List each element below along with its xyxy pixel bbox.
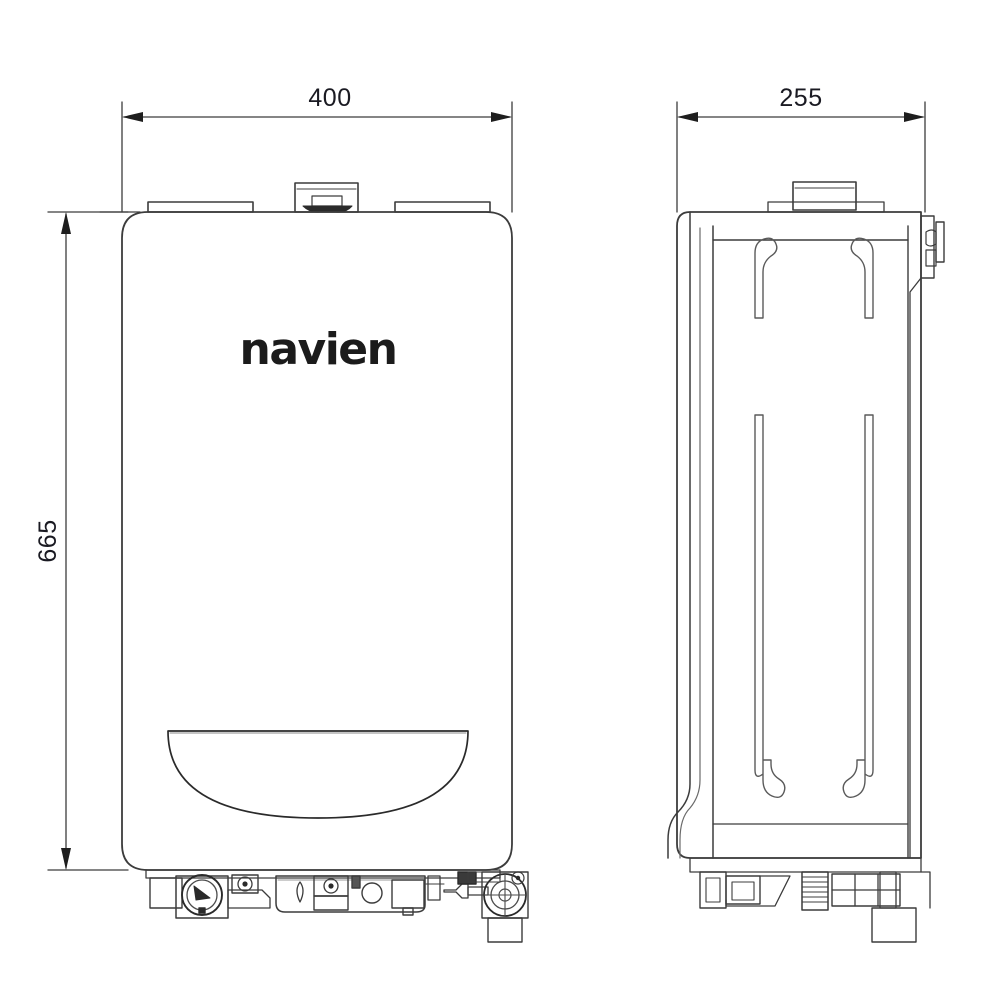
side-view-dimension-group <box>676 101 926 213</box>
wall-bracket-plate <box>920 215 935 279</box>
front-bottom-manifold <box>145 869 529 943</box>
pressure-gauge-dial-outer <box>181 874 223 916</box>
width-dimension-label: 400 <box>308 84 351 112</box>
side-manifold-left-block-inner <box>705 877 721 903</box>
side-manifold-left-block <box>699 871 727 909</box>
side-rear-taper <box>909 277 922 859</box>
depth-arrowhead-left <box>677 112 698 122</box>
depth-arrowhead-right <box>904 112 925 122</box>
front-view-dimension-group <box>47 101 513 871</box>
manifold-round-port <box>361 882 383 904</box>
pressure-gauge-needle <box>193 885 211 901</box>
manifold-left-connector <box>227 889 271 909</box>
side-manifold-second-block <box>725 875 761 905</box>
manifold-bolt-cap-outer <box>237 876 253 892</box>
diamond-valve-symbol <box>296 881 304 903</box>
manifold-left-fitting <box>149 877 183 909</box>
side-slot-lower-right <box>842 414 874 799</box>
valve-bolt-outer <box>323 878 339 894</box>
side-front-cover-inner-profile <box>679 227 701 859</box>
manifold-riser <box>427 875 441 901</box>
side-manifold-right-return <box>920 871 931 909</box>
height-arrowhead-top <box>61 212 71 234</box>
manifold-bolt-cap-center <box>242 881 248 887</box>
side-slot-lower-left <box>754 414 786 799</box>
side-manifold-second-block-inner <box>731 881 755 901</box>
side-manifold-taper-plate <box>725 875 791 907</box>
manifold-bolt-cap-housing <box>231 874 259 894</box>
height-arrowhead-bottom <box>61 848 71 870</box>
front-cabinet-outline <box>121 211 513 871</box>
filling-loop-bolt <box>511 871 525 885</box>
side-slot-upper-right <box>850 237 874 319</box>
wall-bracket-hook-eye <box>925 229 937 247</box>
side-drop-pipe-body <box>871 907 917 943</box>
depth-dimension-label: 255 <box>779 84 822 112</box>
brand-badge: navien <box>240 324 397 375</box>
filling-loop-bolt-center <box>515 875 521 881</box>
manifold-right-tab <box>467 871 501 883</box>
width-arrowhead-left <box>122 112 143 122</box>
service-valve-handle <box>443 883 469 899</box>
front-control-recess <box>167 730 469 819</box>
gas-valve-block <box>275 875 426 913</box>
side-slot-upper-left <box>754 237 778 319</box>
front-view <box>121 182 513 871</box>
filling-loop-housing <box>481 871 529 919</box>
wall-bracket-slot <box>925 249 937 267</box>
manifold-rect-valve-spout <box>402 907 414 916</box>
side-manifold-grid-block <box>831 873 901 907</box>
side-view <box>667 181 945 859</box>
manifold-rect-valve <box>391 879 425 909</box>
side-flue-collar-box <box>792 181 857 211</box>
filling-loop-drop-pipe <box>487 917 523 943</box>
valve-bolt-base <box>313 895 349 911</box>
valve-bolt-center <box>328 883 334 889</box>
height-dimension-label: 665 <box>34 519 62 562</box>
width-arrowhead-right <box>491 112 512 122</box>
ribbed-connector <box>801 871 829 911</box>
side-bottom-manifold <box>689 857 931 943</box>
valve-small-tab <box>351 875 361 889</box>
pressure-gauge-marker <box>198 907 206 914</box>
side-front-cover-profile <box>667 211 691 859</box>
wall-bracket-hook <box>935 221 945 263</box>
